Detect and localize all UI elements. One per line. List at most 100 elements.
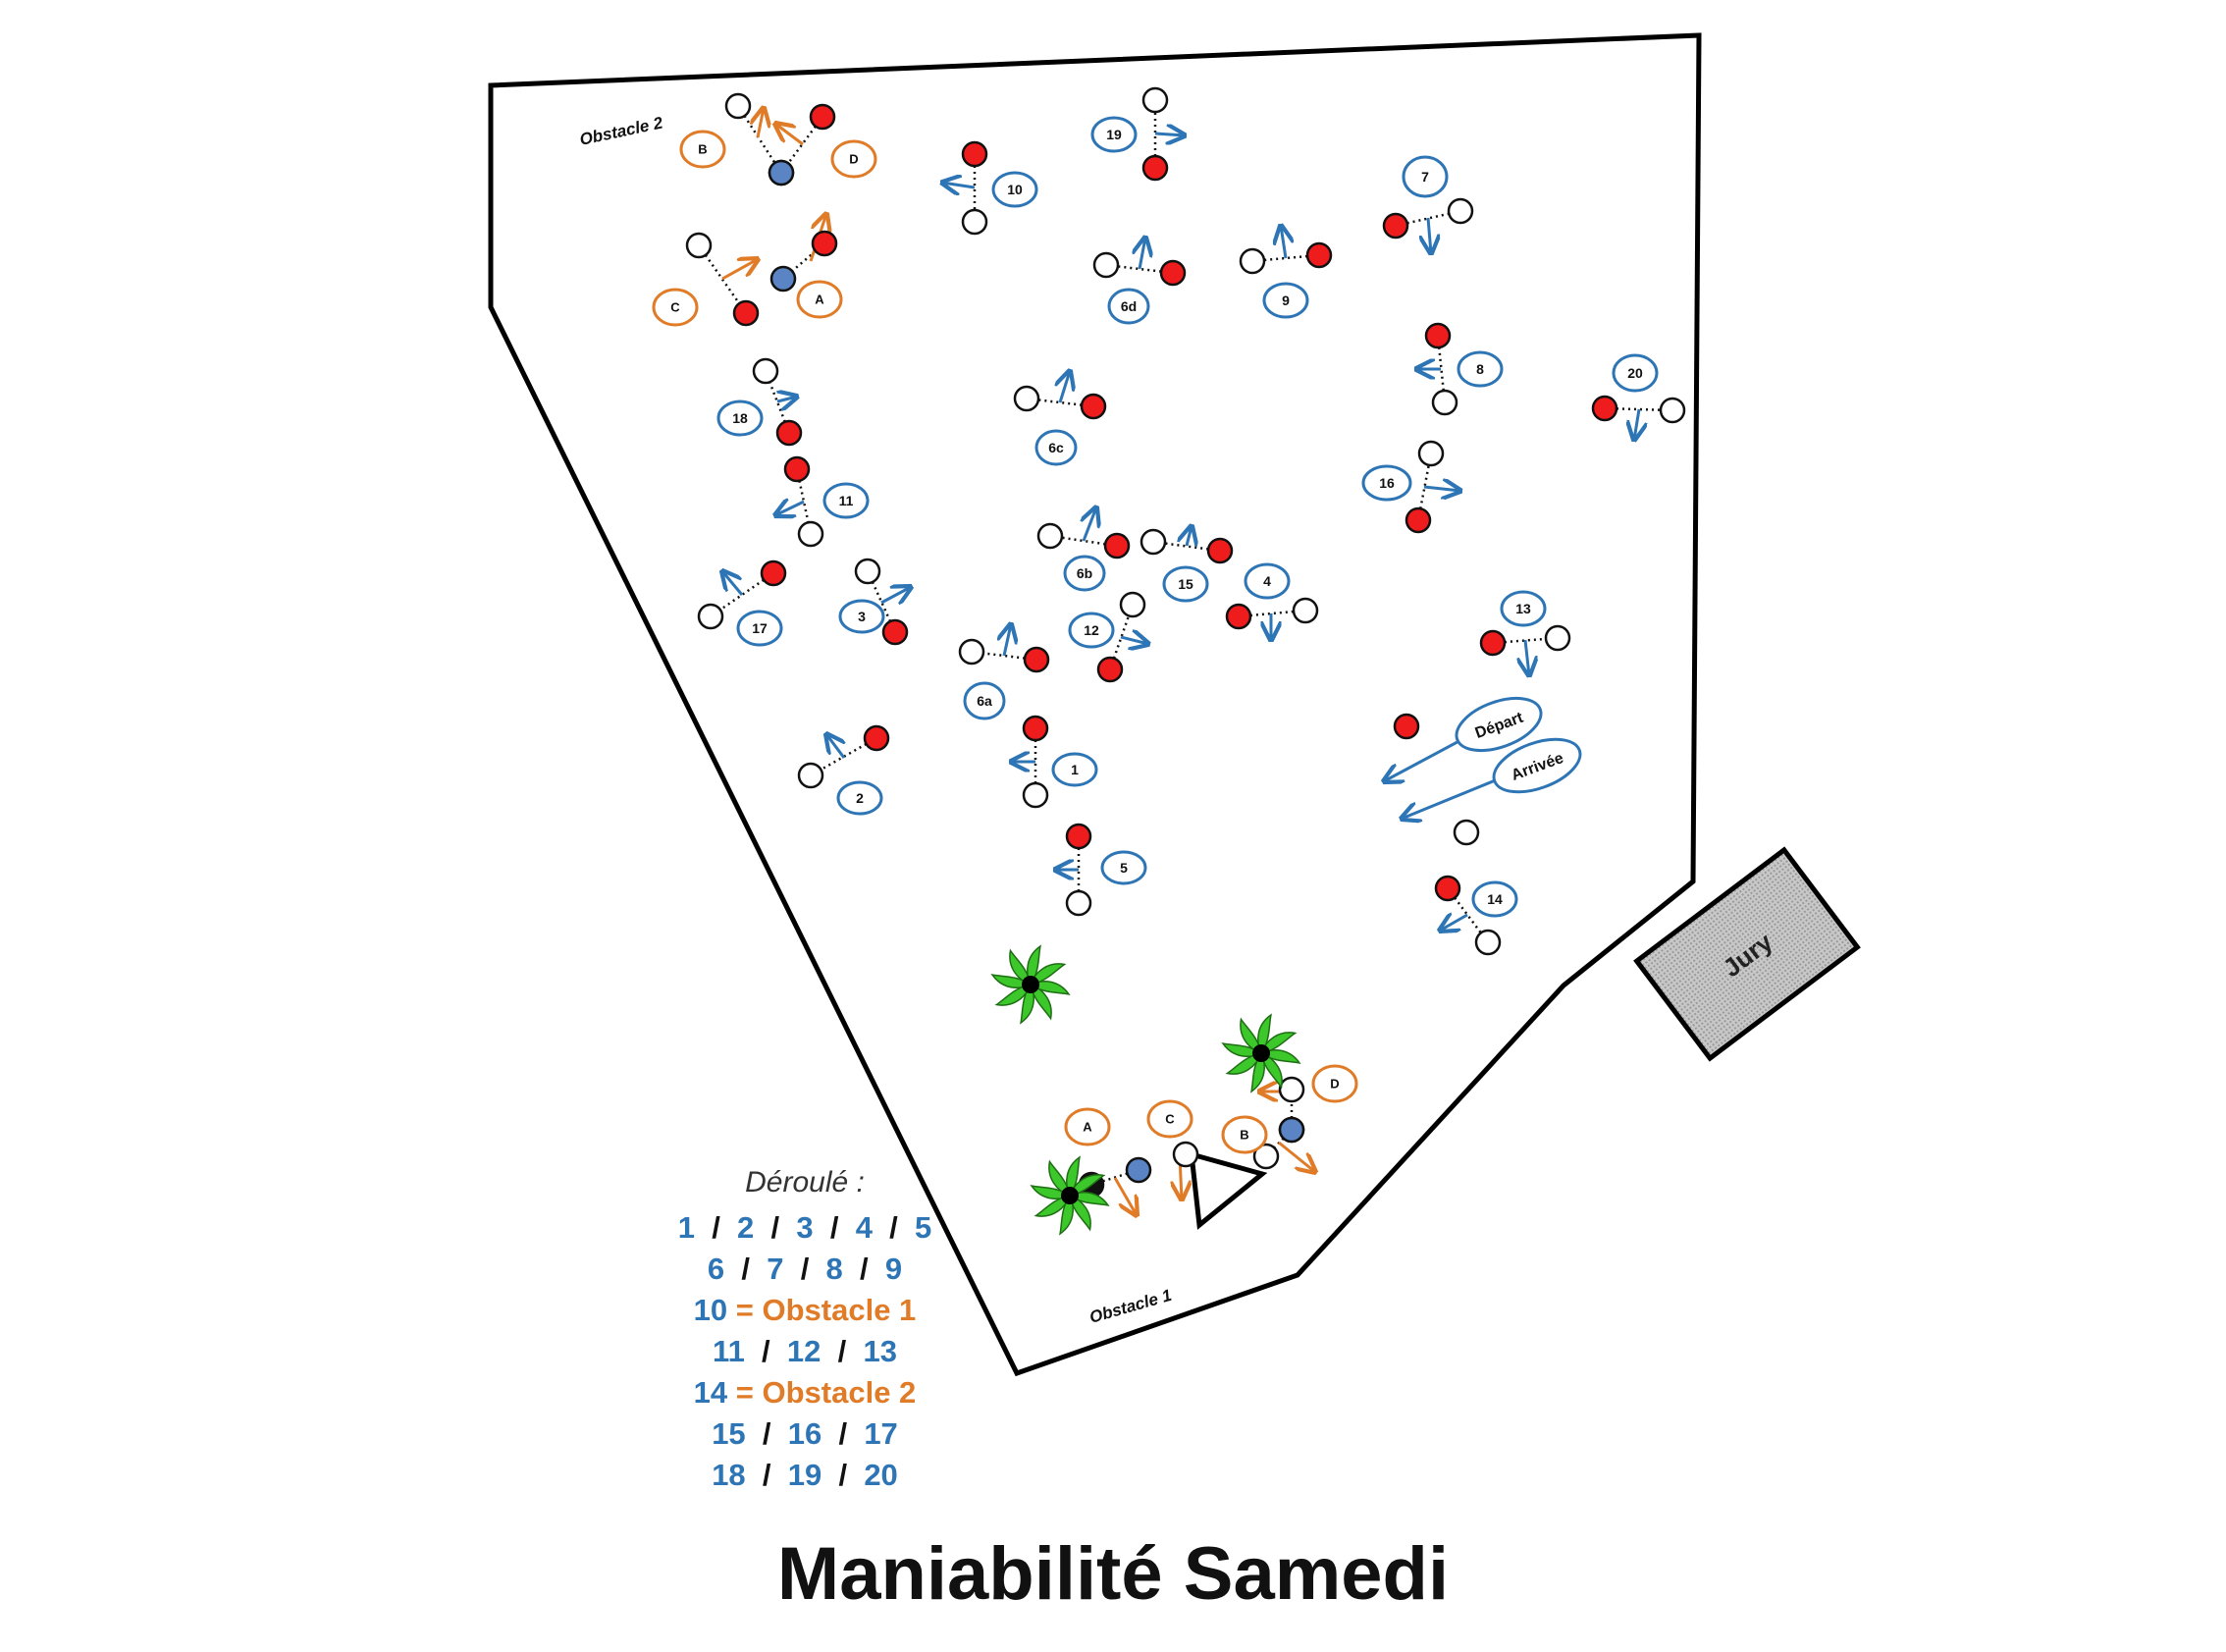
gate-label: 6d: [1121, 298, 1137, 314]
white-cone: [854, 558, 881, 585]
gate-label: 6b: [1077, 565, 1092, 581]
gate-label: D: [1330, 1077, 1339, 1092]
red-cone: [1393, 713, 1420, 740]
red-cone: [1022, 715, 1049, 742]
red-cone: [1434, 875, 1461, 902]
sequence-line: 6 / 7 / 8 / 9: [707, 1252, 903, 1286]
gate-label: 18: [732, 410, 748, 426]
gate-label: 15: [1178, 576, 1193, 592]
white-cone: [1239, 247, 1266, 275]
red-cone: [1096, 656, 1124, 683]
obstacle2-label: Obstacle 2: [578, 113, 665, 149]
white-cone: [1141, 86, 1169, 114]
red-cone: [1591, 395, 1618, 422]
gate-14: 14: [1434, 875, 1518, 956]
white-cone: [1431, 389, 1458, 416]
red-cone: [1065, 823, 1092, 850]
white-cone: [1013, 385, 1040, 412]
gate-6a: 6a: [958, 624, 1050, 720]
gate-15: 15: [1140, 526, 1234, 603]
red-cone: [1225, 603, 1252, 630]
sequence-line: 15 / 16 / 17: [712, 1416, 898, 1451]
gate-11: 11: [775, 455, 870, 548]
gate-3: 3: [838, 558, 911, 646]
gate-13: 13: [1479, 590, 1571, 675]
white-cone: [1065, 889, 1092, 917]
course-boundary: [488, 32, 1702, 1377]
sequence-line: 11 / 12 / 13: [713, 1334, 897, 1368]
gate-12: 12: [1068, 591, 1148, 683]
white-cone: [1453, 819, 1480, 846]
red-cone: [1159, 259, 1187, 287]
obstacle-cone: [1172, 1141, 1199, 1168]
gate-label: 10: [1007, 182, 1023, 197]
gate-label: C: [1165, 1112, 1175, 1127]
gate-label: A: [1083, 1120, 1092, 1135]
gate-label: 1: [1071, 762, 1079, 777]
gate-9: 9: [1239, 226, 1333, 319]
gate-2: 2: [797, 724, 890, 816]
white-cone: [1036, 522, 1064, 550]
obstacle-gate-c: C: [1146, 1099, 1199, 1199]
obstacle-cone: [1125, 1156, 1152, 1184]
gate-label: B: [1240, 1128, 1248, 1143]
gate-label: A: [815, 293, 824, 307]
sequence-line: 10 = Obstacle 1: [693, 1293, 917, 1327]
gate-label: C: [670, 300, 680, 315]
obstacle-gate-d: D: [768, 103, 877, 187]
red-cone: [760, 560, 787, 587]
white-cone: [797, 520, 824, 548]
obstacle-cone: [685, 232, 713, 259]
red-cone: [775, 419, 803, 447]
red-cone: [1023, 646, 1050, 673]
gate-label: D: [849, 152, 858, 167]
gate-label: 5: [1120, 860, 1128, 876]
gate-label: 14: [1487, 891, 1503, 907]
gate-label: 11: [839, 493, 854, 508]
red-cone: [1141, 154, 1169, 182]
white-cone: [1474, 929, 1502, 956]
gate-1: 1: [1011, 715, 1098, 809]
red-cone: [1404, 506, 1432, 534]
gate-8: 8: [1416, 322, 1504, 416]
white-cone: [1092, 251, 1120, 279]
gate-6d: 6d: [1092, 238, 1187, 325]
palm-tree-icon: [1030, 1155, 1110, 1236]
page-title: Maniabilité Samedi: [776, 1532, 1450, 1616]
gate-4: 4: [1225, 562, 1319, 640]
sequence-line: 14 = Obstacle 2: [693, 1375, 917, 1410]
gate-16: 16: [1361, 440, 1460, 534]
jury-stand: Jury: [1633, 846, 1861, 1062]
gate-label: 9: [1282, 293, 1290, 308]
obstacle-gate-d: D: [1259, 1064, 1358, 1144]
sequence-line: 1 / 2 / 3 / 4 / 5: [677, 1210, 932, 1245]
sequence-line: 18 / 19 / 20: [712, 1458, 898, 1492]
red-cone: [881, 618, 909, 646]
sequence-title: Déroulé :: [745, 1166, 865, 1199]
white-cone: [961, 208, 988, 236]
red-cone: [1080, 393, 1107, 420]
white-cone: [697, 603, 724, 630]
gate-5: 5: [1055, 823, 1147, 917]
red-cone: [1479, 629, 1507, 657]
gate-label: 17: [752, 620, 768, 636]
obstacle-cone: [1278, 1116, 1305, 1144]
gate-label: 6c: [1048, 440, 1064, 455]
white-cone: [1292, 597, 1319, 624]
gate-label: 12: [1084, 622, 1099, 638]
start-cones: [1393, 713, 1480, 846]
gate-7: 7: [1382, 155, 1474, 253]
obstacle-cone: [769, 265, 797, 293]
gate-label: 7: [1421, 169, 1429, 185]
palm-tree-icon: [990, 944, 1071, 1025]
white-cone: [1544, 624, 1571, 652]
obstacle-cone: [1252, 1143, 1280, 1170]
start-finish: Départ Arrivée: [1384, 696, 1582, 819]
white-cone: [797, 762, 824, 789]
red-cone: [1424, 322, 1452, 349]
white-cone: [1417, 440, 1445, 467]
obstacle-cone: [724, 92, 752, 120]
red-cone: [1206, 537, 1234, 564]
obstacle-cone: [768, 159, 795, 187]
